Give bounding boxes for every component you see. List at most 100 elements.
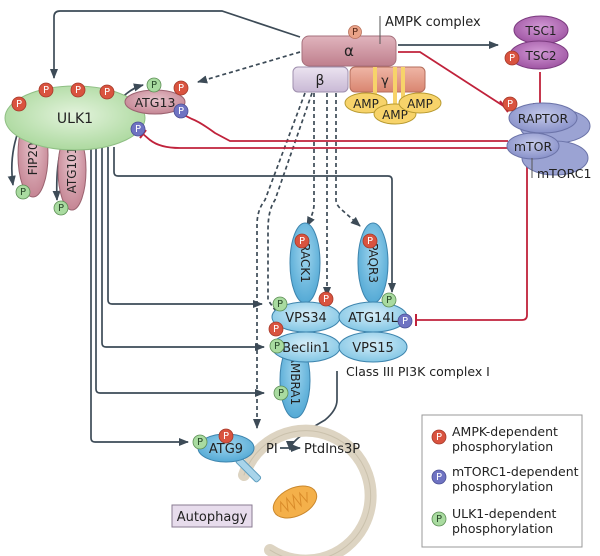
svg-text:ATG9: ATG9	[209, 442, 243, 457]
legend-item-ulk1: P ULK1-dependent phosphorylation	[431, 506, 556, 536]
svg-text:RACK1: RACK1	[298, 243, 312, 283]
svg-text:P: P	[274, 341, 280, 352]
ulk1-complex: FIP200 ATG101 ULK1 ATG13	[4, 85, 186, 211]
phospho-circle-ampk	[502, 96, 518, 112]
ampk-beta-subunit	[292, 66, 349, 93]
phospho-ambra1: P	[273, 385, 289, 401]
svg-text:phosphorylation: phosphorylation	[452, 479, 553, 494]
svg-text:AMP: AMP	[382, 108, 408, 122]
arrow-pi3k-to-pi	[285, 371, 338, 452]
svg-text:P: P	[20, 187, 26, 198]
svg-text:P: P	[509, 53, 515, 64]
svg-text:P: P	[299, 236, 305, 247]
svg-text:P: P	[273, 324, 279, 335]
phospho-rack1: P	[294, 233, 310, 249]
activation-arrows	[7, 10, 500, 453]
arrow-ulk1-to-beclin1	[101, 147, 266, 352]
svg-text:P: P	[323, 294, 329, 305]
svg-text:ULK1: ULK1	[57, 111, 93, 127]
svg-text:Beclin1: Beclin1	[282, 341, 330, 356]
svg-text:VPS34: VPS34	[285, 311, 327, 326]
phospho-atg9-ulk1: P	[192, 434, 208, 450]
phospho-circle-ampk	[99, 84, 115, 100]
phospho-circle-ulk1	[272, 296, 288, 312]
svg-text:P: P	[386, 295, 392, 306]
mtor	[506, 132, 560, 160]
inhibit-mtor-to-atg13	[181, 113, 508, 142]
alpha-label: α	[344, 42, 354, 60]
svg-text:ATG14L: ATG14L	[348, 311, 398, 326]
phospho-fip200: P	[15, 184, 31, 200]
svg-text:ULK1-dependent: ULK1-dependent	[452, 506, 556, 521]
svg-text:P: P	[58, 203, 64, 214]
svg-text:P: P	[197, 437, 203, 448]
svg-text:P: P	[436, 472, 442, 483]
mtorc1-complex: RAPTOR mTOR mTORC1	[506, 102, 591, 181]
inhibition-lines	[139, 51, 547, 326]
inhibit-ampk-to-raptor	[398, 51, 506, 108]
svg-text:ATG13: ATG13	[135, 95, 176, 110]
svg-text:P: P	[43, 85, 49, 96]
svg-text:AMPK-dependent: AMPK-dependent	[452, 424, 558, 439]
ampk-complex: α β γ AMP AMP AMP P AMPK complex	[292, 15, 481, 125]
svg-text:AMBRA1: AMBRA1	[288, 355, 302, 406]
phospho-tsc2: P	[504, 50, 520, 66]
phospho-circle-ampk	[218, 428, 234, 444]
svg-text:P: P	[436, 514, 442, 525]
phospho-atg9-ampk: P	[218, 428, 234, 444]
ampk-gamma-subunit	[349, 66, 426, 93]
phospho-vps34-ampk: P	[318, 291, 334, 307]
phospho-ulk1-3: P	[70, 82, 86, 98]
phospho-circle-ampk	[504, 50, 520, 66]
svg-text:phosphorylation: phosphorylation	[452, 439, 553, 454]
svg-text:P: P	[135, 124, 141, 135]
phospho-ampk-alpha: P	[348, 25, 362, 39]
beta-label: β	[316, 73, 325, 89]
dashed-ampk-to-atg9	[252, 92, 306, 430]
legend-box	[421, 414, 583, 548]
phospho-circle-ulk1	[53, 200, 69, 216]
svg-text:P: P	[278, 388, 284, 399]
arrow-ulk1-to-ambra1	[95, 147, 266, 398]
dashed-ampk-to-beclin1	[267, 92, 313, 325]
svg-text:P: P	[223, 431, 229, 442]
svg-text:P: P	[75, 85, 81, 96]
svg-text:P: P	[402, 316, 408, 327]
svg-text:RAPTOR: RAPTOR	[518, 111, 569, 126]
arrow-ampk-to-ulk1	[49, 10, 301, 80]
arrow-ulk1-to-vps34	[107, 147, 264, 309]
ampk-alpha-subunit	[301, 35, 397, 67]
phospho-circle-ampk	[173, 80, 189, 96]
inhibit-mtor-to-atg14l	[416, 165, 528, 321]
dashed-ampk-to-atg13	[197, 51, 301, 84]
phospho-circle-ulk1	[146, 77, 162, 93]
phospho-atg14l-mtorc1: P	[397, 313, 413, 329]
legend-item-mtorc1: P mTORC1-dependent phosphorylation	[431, 464, 579, 494]
svg-text:P: P	[367, 236, 373, 247]
autophagosome: ATG9 PI PtdIns3P Autophagy	[171, 424, 377, 556]
phospho-paqr3: P	[362, 233, 378, 249]
phospho-atg13-ulk1: P	[146, 77, 162, 93]
ampk-complex-label: AMPK complex	[385, 15, 481, 30]
arrow-ulk1-to-atg14l	[113, 147, 397, 294]
svg-text:P: P	[151, 80, 157, 91]
phospho-atg13-mtorc1: P	[173, 103, 189, 119]
svg-text:P: P	[507, 99, 513, 110]
svg-text:AMP: AMP	[407, 97, 433, 111]
svg-text:P: P	[178, 83, 184, 94]
svg-text:P: P	[352, 27, 358, 38]
inhibit-mtor-to-ulk1	[142, 133, 508, 149]
svg-text:P: P	[104, 87, 110, 98]
phospho-circle-mtorc1	[397, 313, 413, 329]
pi-label: PI	[266, 442, 278, 457]
phospho-circle-ulk1	[269, 338, 285, 354]
phospho-ulk1-mtorc1: P	[130, 121, 146, 137]
legend: P AMPK-dependent phosphorylation P mTORC…	[421, 414, 583, 548]
phospho-atg13-ampk: P	[173, 80, 189, 96]
phospho-circle-ulk1	[192, 434, 208, 450]
ampk-dashed-arrows	[197, 51, 361, 430]
svg-text:P: P	[16, 99, 22, 110]
svg-text:VPS15: VPS15	[352, 341, 394, 356]
phospho-circle-mtorc1	[173, 103, 189, 119]
